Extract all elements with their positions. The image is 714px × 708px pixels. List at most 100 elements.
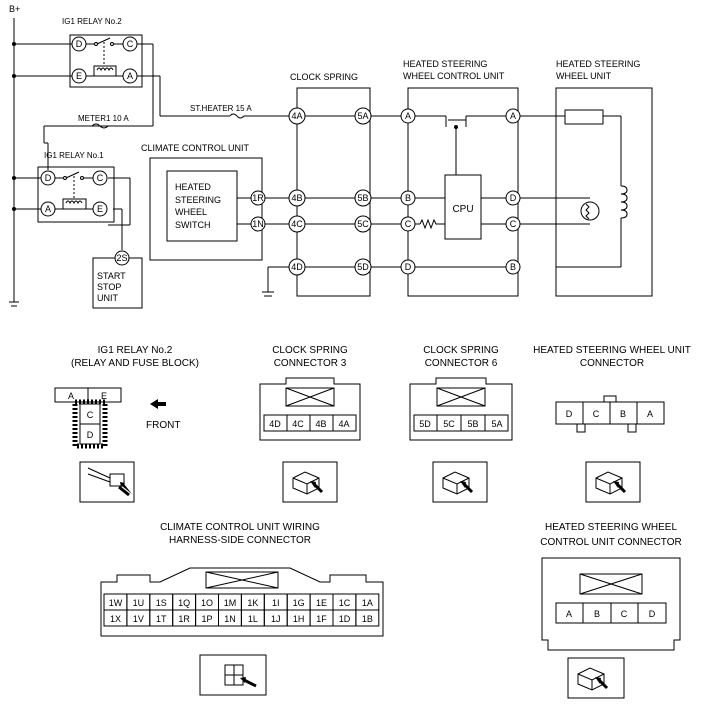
ccu-term: 1G	[293, 598, 305, 608]
cs6-term: 5D	[419, 419, 431, 429]
relay2-term: E	[101, 391, 107, 401]
hswu-conn-title: HEATED STEERING WHEEL UNIT	[533, 345, 691, 356]
climate-pin: 1N	[252, 219, 264, 229]
climate-control-unit: HEATED STEERING WHEEL SWITCH 1R 1N	[149, 157, 266, 261]
relay2-pin: D	[76, 39, 83, 49]
cs3-title: CONNECTOR 3	[274, 358, 347, 369]
start-label: UNIT	[97, 293, 118, 303]
cs3-title: CLOCK SPRING	[272, 345, 348, 356]
hswu-connector: D C B A	[555, 395, 665, 433]
cu-internal-wiring	[415, 197, 506, 268]
climate-pin: 1R	[252, 193, 264, 203]
power-wiring	[9, 18, 290, 307]
climate-label: CLIMATE CONTROL UNIT	[141, 143, 250, 153]
switch-label: STEERING	[175, 195, 221, 205]
hswcu-connector: A B C D	[541, 557, 681, 651]
ccu-conn-title: HARNESS-SIDE CONNECTOR	[169, 535, 311, 546]
connector-view-icon	[567, 657, 625, 699]
cpu-label: CPU	[452, 204, 473, 215]
ccu-term: 1O	[201, 598, 213, 608]
ig1-relay2: D C E A	[69, 34, 143, 88]
hswcu-conn-title: CONTROL UNIT CONNECTOR	[540, 537, 682, 548]
ccu-term: 1H	[293, 614, 305, 624]
ccu-term: 1T	[156, 614, 167, 624]
cu-pin: A	[510, 111, 516, 121]
cs6-term: 5C	[443, 419, 455, 429]
heater-element-icon	[564, 109, 604, 125]
cs-pin: 4A	[291, 111, 302, 121]
relay2-term: A	[68, 391, 74, 401]
bplus-label: B+	[9, 4, 20, 14]
hswu-label: HEATED STEERING	[556, 59, 640, 69]
cu-pin: B	[510, 262, 516, 272]
relay2-term: C	[87, 410, 94, 420]
ccu-conn-title: CLIMATE CONTROL UNIT WIRING	[160, 522, 320, 533]
ccu-term: 1P	[202, 614, 213, 624]
front-arrow-icon	[150, 399, 166, 409]
relay1-pin: A	[45, 204, 51, 214]
cs-pin: 5D	[357, 262, 369, 272]
connector-view-icon	[432, 461, 488, 503]
cu-pin: C	[405, 219, 412, 229]
hswcu-conn-title: HEATED STEERING WHEEL	[545, 522, 677, 533]
relay2-contact-icon	[86, 37, 123, 77]
ccu-term: 1Q	[178, 598, 190, 608]
ccu-term: 1J	[271, 614, 281, 624]
signal-wires	[262, 115, 565, 297]
relay2-pin: A	[127, 71, 133, 81]
start-label: STOP	[97, 282, 121, 292]
hswcu-term: C	[621, 609, 628, 619]
cs3-term: 4D	[269, 419, 281, 429]
ccu-term: 1D	[339, 614, 351, 624]
connector-view-icon	[282, 461, 338, 503]
stheater-fuse-label: ST.HEATER 15 A	[190, 104, 252, 113]
cs6-title: CONNECTOR 6	[425, 358, 498, 369]
cs-pin: 4C	[291, 219, 303, 229]
heated-steering-control-unit: A B C D A D C B CPU	[400, 87, 521, 297]
ccu-term: 1I	[272, 598, 280, 608]
resistor-icon	[419, 218, 445, 230]
ccu-term: 1M	[224, 598, 237, 608]
switch-label: WHEEL	[175, 207, 207, 217]
relay1-pin: E	[97, 204, 103, 214]
cs-pin: 4D	[291, 262, 303, 272]
connector-view-icon	[199, 654, 267, 696]
cu-pin: D	[405, 262, 412, 272]
cs6-term: 5A	[491, 419, 502, 429]
hswcu-label: HEATED STEERING	[403, 59, 487, 69]
ccu-term: 1K	[247, 598, 258, 608]
ccu-term: 1V	[133, 614, 144, 624]
ig1-relay1-label: IG1 RELAY No.1	[44, 151, 104, 160]
cu-pin: D	[510, 193, 517, 203]
ccu-term: 1L	[248, 614, 258, 624]
cs-pin: 5B	[357, 193, 368, 203]
heated-steering-wheel-unit	[520, 87, 653, 297]
ccu-term: 1U	[133, 598, 145, 608]
ccu-term: 1F	[316, 614, 327, 624]
hswu-label: WHEEL UNIT	[556, 71, 612, 81]
relay2-connector: A E C D FRONT	[54, 387, 180, 449]
cs6-title: CLOCK SPRING	[423, 345, 499, 356]
cu-pin: B	[405, 193, 411, 203]
hswcu-term: B	[594, 609, 600, 619]
relay1-pin: D	[45, 173, 52, 183]
cs-pin: 5A	[357, 111, 368, 121]
ig1-relay2-label: IG1 RELAY No.2	[62, 17, 122, 26]
heater-coil-icon	[620, 185, 628, 219]
cs-pin: 4B	[291, 193, 302, 203]
start-stop-unit: 2S START STOP UNIT	[92, 250, 143, 309]
cs6-term: 5B	[467, 419, 478, 429]
relay1-pin: C	[97, 173, 104, 183]
cs3-term: 4A	[338, 419, 349, 429]
ccu-term: 1C	[339, 598, 351, 608]
switch-label: HEATED	[175, 182, 211, 192]
hswu-term: B	[620, 409, 626, 419]
hswcu-term: D	[649, 609, 656, 619]
clock-spring-label: CLOCK SPRING	[290, 72, 358, 82]
cu-pin: C	[510, 219, 517, 229]
hswu-conn-title: CONNECTOR	[580, 358, 644, 369]
switch-label: SWITCH	[175, 220, 211, 230]
